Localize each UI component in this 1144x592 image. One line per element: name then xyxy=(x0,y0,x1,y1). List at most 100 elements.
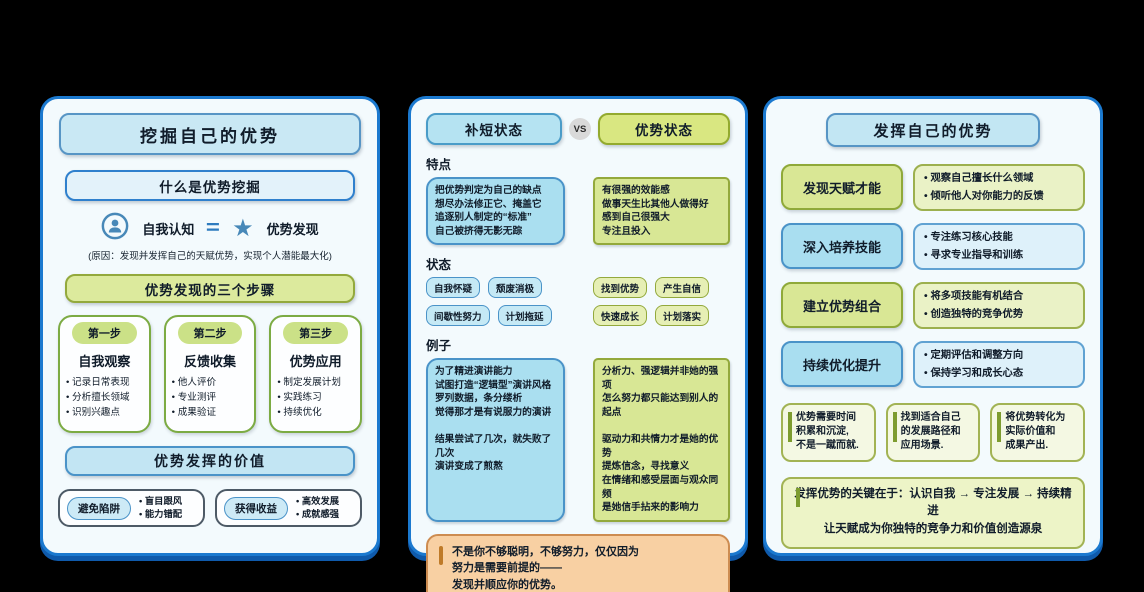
note-line: 发现并顺应你的优势。 xyxy=(452,578,562,591)
note-line: 不是你不够聪明，不够努力，仅仅因为 xyxy=(452,545,639,558)
row-bullet: 观察自己擅长什么领域 xyxy=(924,170,1074,188)
footnote-line: 将优势转化为 xyxy=(1005,412,1066,423)
state-tag: 产生自信 xyxy=(655,277,710,299)
step-bullet: 分析擅长领域 xyxy=(66,391,143,406)
panel-state-comparison: 补短状态 VS 优势状态 特点 把优势判定为自己的缺点 想尽办法修正它、掩盖它 … xyxy=(408,96,748,592)
person-icon xyxy=(101,212,129,245)
state-columns: 自我怀疑 颓废消极 间歇性努力 计划拖延 找到优势 产生自信 快速成长 计划落实 xyxy=(426,277,730,327)
step-bullet: 持续优化 xyxy=(277,406,354,421)
step-title: 自我观察 xyxy=(78,354,131,369)
outcome-pill: 避免陷阱 xyxy=(67,496,131,520)
state-label: 状态 xyxy=(426,258,452,273)
step-title: 优势应用 xyxy=(289,354,342,369)
example-line: 是她信手拈来的影响力 xyxy=(602,502,699,514)
outcome-bullet: 成就感强 xyxy=(296,508,339,521)
example-line: 分析力、强逻辑并非她的强项 xyxy=(602,366,719,391)
step-card-1: 第一步 自我观察 记录日常表现 分析擅长领域 识别兴趣点 xyxy=(58,315,151,433)
row-label: 建立优势组合 xyxy=(781,282,903,328)
footnotes-row: 优势需要时间 积累和沉淀, 不是一蹴而就. 找到适合自己 的发展路径和 应用场景… xyxy=(781,403,1086,462)
row-bullets: 将多项技能有机结合 创造独特的竞争优势 xyxy=(913,282,1085,329)
state-right-tags: 找到优势 产生自信 快速成长 计划落实 xyxy=(593,277,730,327)
row-bullets: 观察自己擅长什么领域 倾听他人对你能力的反馈 xyxy=(913,164,1085,211)
row-label: 深入培养技能 xyxy=(781,223,903,269)
state-tag: 间歇性努力 xyxy=(426,305,490,327)
example-line: 觉得那才是有说服力的演讲 xyxy=(435,407,552,419)
example-line: 怎么努力都只能达到别人的起点 xyxy=(602,393,719,419)
state-tag: 自我怀疑 xyxy=(426,277,481,299)
row-bullet: 倾听他人对你能力的反馈 xyxy=(924,188,1074,206)
outcome-avoid-traps: 避免陷阱 盲目跟风 能力错配 xyxy=(58,489,205,527)
state-tag: 找到优势 xyxy=(593,277,648,299)
step-bullet: 他人评价 xyxy=(172,376,249,391)
panel3-title: 发挥自己的优势 xyxy=(826,113,1040,147)
row-bullets: 专注练习核心技能 寻求专业指导和训练 xyxy=(913,223,1085,270)
step-card-3: 第三步 优势应用 制定发展计划 实践练习 持续优化 xyxy=(269,315,363,433)
summary-box: 发挥优势的关键在于：认识自我 → 专注发展 → 持续精进 让天赋成为你独特的竞争… xyxy=(781,476,1085,549)
example-line: 提炼信念，寻找意义 xyxy=(602,461,690,473)
outcome-gains: 获得收益 高效发展 成就感强 xyxy=(215,489,362,527)
fix-weakness-state-header: 补短状态 xyxy=(426,113,562,145)
row-bullet: 创造独特的竞争优势 xyxy=(924,306,1074,324)
vs-badge: VS xyxy=(569,118,591,140)
key-insight-note: 不是你不够聪明，不够努力，仅仅因为 努力是需要前提的—— 发现并顺应你的优势。 xyxy=(426,533,730,592)
value-header: 优势发挥的价值 xyxy=(65,446,355,476)
trait-line: 专注且投入 xyxy=(602,225,651,237)
state-tag: 快速成长 xyxy=(593,305,648,327)
trait-line: 做事天生比其他人做得好 xyxy=(602,198,709,210)
traits-left-box: 把优势判定为自己的缺点 想尽办法修正它、掩盖它 追逐别人制定的“标准” 自己被挤… xyxy=(426,177,565,246)
step-bullet: 实践练习 xyxy=(277,391,354,406)
footnote-time: 优势需要时间 积累和沉淀, 不是一蹴而就. xyxy=(781,403,876,462)
equals-sign: = xyxy=(206,217,221,239)
example-line: 驱动力和共情力才是她的优势 xyxy=(602,434,719,459)
comparison-header: 补短状态 VS 优势状态 xyxy=(426,113,730,145)
outcome-bullet: 能力错配 xyxy=(139,508,182,521)
summary-line: 让天赋成为你独特的竞争力和价值创造源泉 xyxy=(823,523,1043,536)
step-badge: 第一步 xyxy=(72,322,137,344)
trait-line: 自己被挤得无影无踪 xyxy=(435,225,523,237)
apply-row-combine: 建立优势组合 将多项技能有机结合 创造独特的竞争优势 xyxy=(781,282,1085,329)
example-line: 罗列数据，条分缕析 xyxy=(435,393,523,405)
apply-row-optimize: 持续优化提升 定期评估和调整方向 保持学习和成长心态 xyxy=(781,341,1085,388)
summary-line: 发挥优势的关键在于：认识自我 → 专注发展 → 持续精进 xyxy=(794,487,1072,518)
footnote-line: 成果产出. xyxy=(1005,440,1049,452)
example-line xyxy=(602,420,721,434)
footnote-line: 实际价值和 xyxy=(1005,426,1056,438)
example-label: 例子 xyxy=(426,339,452,354)
trait-line: 想尽办法修正它、掩盖它 xyxy=(435,198,542,210)
identity-row: 自我认知 = ★ 优势发现 xyxy=(58,212,362,245)
trait-line: 把优势判定为自己的缺点 xyxy=(435,185,542,196)
trait-line: 有很强的效能感 xyxy=(602,185,670,196)
panel1-title: 挖掘自己的优势 xyxy=(59,113,361,155)
footnote-line: 不是一蹴而就. xyxy=(796,440,859,452)
outcome-pill: 获得收益 xyxy=(224,496,288,520)
step-bullet: 制定发展计划 xyxy=(277,376,354,391)
step-badge: 第二步 xyxy=(177,322,243,344)
example-line: 在情绪和感受层面与观众同频 xyxy=(602,474,719,500)
row-bullet: 保持学习和成长心态 xyxy=(924,365,1074,383)
footnote-accent-bar xyxy=(788,412,792,442)
traits-columns: 把优势判定为自己的缺点 想尽办法修正它、掩盖它 追逐别人制定的“标准” 自己被挤… xyxy=(426,177,730,246)
apply-row-cultivate: 深入培养技能 专注练习核心技能 寻求专业指导和训练 xyxy=(781,223,1085,270)
step-title: 反馈收集 xyxy=(184,354,237,369)
outcomes-row: 避免陷阱 盲目跟风 能力错配 获得收益 高效发展 成就感强 xyxy=(58,489,362,527)
step-bullet: 成果验证 xyxy=(172,406,249,421)
step-bullet: 识别兴趣点 xyxy=(66,406,143,421)
row-bullet: 寻求专业指导和训练 xyxy=(924,247,1074,265)
row-bullets: 定期评估和调整方向 保持学习和成长心态 xyxy=(913,341,1085,388)
note-accent-bar xyxy=(439,545,443,565)
example-line: 演讲变成了煎熬 xyxy=(435,461,503,473)
apply-row-discover: 发现天赋才能 观察自己擅长什么领域 倾听他人对你能力的反馈 xyxy=(781,164,1085,211)
panel-apply-strengths: 发挥自己的优势 发现天赋才能 观察自己擅长什么领域 倾听他人对你能力的反馈 深入… xyxy=(763,96,1103,556)
panel1-subtitle: 什么是优势挖掘 xyxy=(65,170,355,201)
identity-caption: (原因：发现并发挥自己的天赋优势，实现个人潜能最大化) xyxy=(88,251,332,262)
state-tag: 计划拖延 xyxy=(497,305,552,327)
state-left-tags: 自我怀疑 颓废消极 间歇性努力 计划拖延 xyxy=(426,277,565,327)
identity-right-label: 优势发现 xyxy=(266,222,319,237)
star-icon: ★ xyxy=(232,214,254,242)
note-line: 努力是需要前提的—— xyxy=(452,562,562,575)
identity-left-label: 自我认知 xyxy=(142,222,195,237)
state-tag: 颓废消极 xyxy=(488,277,543,299)
trait-line: 追逐别人制定的“标准” xyxy=(435,212,532,224)
traits-right-box: 有很强的效能感 做事天生比其他人做得好 感到自己很强大 专注且投入 xyxy=(593,177,730,246)
